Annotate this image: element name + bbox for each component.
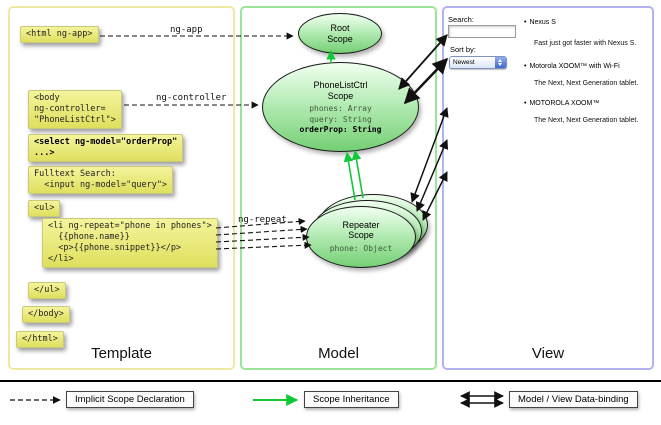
phone-name-text: Nexus S bbox=[529, 19, 556, 26]
code-body-open: <body ng-controller= "PhoneListCtrl"> bbox=[28, 90, 122, 130]
ng-repeat-label: ng-repeat bbox=[238, 215, 287, 225]
sort-label: Sort by: bbox=[450, 45, 476, 54]
phonelistctrl-scope-ellipse: PhoneListCtrl Scope phones: Array query:… bbox=[262, 62, 419, 152]
phonelistctrl-scope-props: phones: Array query: String bbox=[309, 104, 372, 124]
code-body-close: </body> bbox=[22, 306, 70, 324]
phone-item-name: • MOTOROLA XOOM™ bbox=[524, 100, 599, 107]
ng-controller-label: ng-controller bbox=[156, 93, 227, 103]
ng-app-label: ng-app bbox=[170, 25, 203, 35]
phone-name-text: MOTOROLA XOOM™ bbox=[529, 100, 600, 107]
code-html-close: </html> bbox=[16, 331, 64, 349]
bullet-icon: • bbox=[524, 63, 527, 70]
bullet-icon: • bbox=[524, 19, 527, 26]
legend-model-view-data-binding: Model / View Data-binding bbox=[509, 391, 638, 408]
search-label: Search: bbox=[448, 15, 474, 24]
phone-item-snippet: The Next, Next Generation tablet. bbox=[534, 117, 639, 124]
legend-implicit-scope-declaration: Implicit Scope Declaration bbox=[66, 391, 194, 408]
sort-select-value: Newest bbox=[450, 57, 495, 68]
repeater-scope-prop: phone: Object bbox=[329, 244, 393, 254]
code-li-repeat: <li ng-repeat="phone in phones"> {{phone… bbox=[42, 218, 218, 269]
phonelistctrl-scope-title: PhoneListCtrl Scope bbox=[313, 79, 368, 101]
model-column bbox=[240, 6, 437, 370]
template-column-label: Template bbox=[91, 345, 152, 362]
root-scope-ellipse: Root Scope bbox=[298, 13, 382, 54]
select-arrows-icon bbox=[495, 57, 506, 68]
legend-scope-inheritance: Scope Inheritance bbox=[304, 391, 399, 408]
search-input[interactable] bbox=[448, 25, 516, 38]
code-select: <select ng-model="orderProp" ...> bbox=[28, 134, 184, 163]
root-scope-title: Root Scope bbox=[327, 22, 353, 44]
phone-item-name: • Motorola XOOM™ with Wi-Fi bbox=[524, 63, 620, 70]
code-ul-open: <ul> bbox=[28, 200, 61, 218]
phone-item-name: • Nexus S bbox=[524, 19, 556, 26]
repeater-scope-title: Repeater Scope bbox=[342, 219, 380, 241]
code-html-open: <html ng-app> bbox=[20, 26, 99, 44]
model-column-label: Model bbox=[318, 345, 359, 362]
repeater-scope-ellipse: Repeater Scope phone: Object bbox=[306, 206, 416, 268]
code-ul-close: </ul> bbox=[28, 282, 66, 300]
bullet-icon: • bbox=[524, 100, 527, 107]
phone-item-snippet: Fast just got faster with Nexus S. bbox=[534, 40, 637, 47]
phone-name-text: Motorola XOOM™ with Wi-Fi bbox=[529, 63, 620, 70]
phonelistctrl-scope-orderprop: orderProp: String bbox=[299, 125, 382, 135]
phone-item-snippet: The Next, Next Generation tablet. bbox=[534, 80, 639, 87]
sort-select[interactable]: Newest bbox=[449, 56, 507, 69]
view-column-label: View bbox=[531, 345, 565, 362]
code-fulltext: Fulltext Search: <input ng-model="query"… bbox=[28, 166, 174, 195]
